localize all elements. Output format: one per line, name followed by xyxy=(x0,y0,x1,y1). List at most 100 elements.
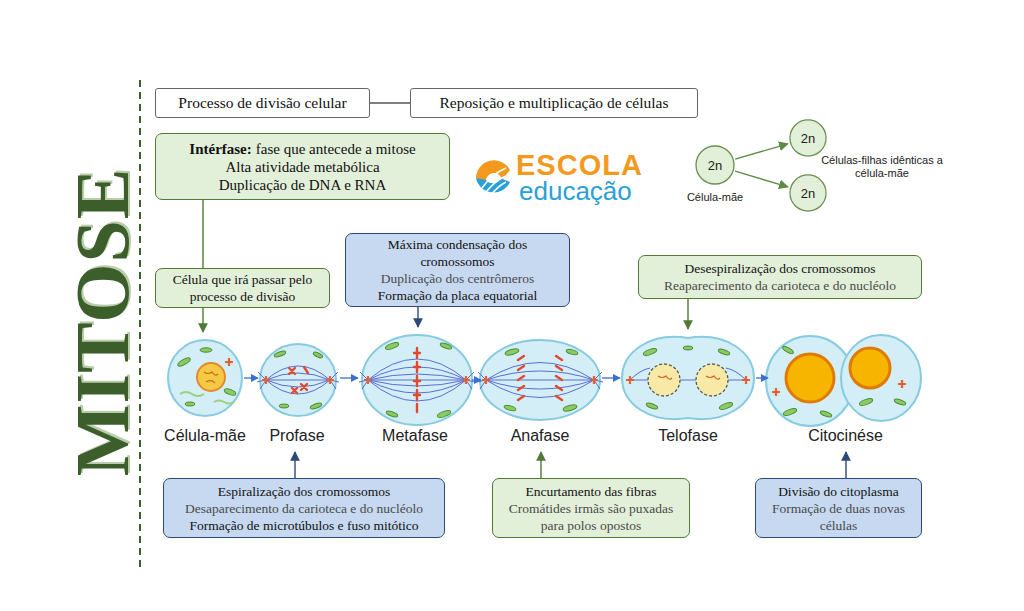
cytokinesis-cells-part xyxy=(898,380,906,388)
phase-box: Intérfase:fase que antecede a mitoseAlta… xyxy=(155,133,450,200)
text-line: Duplicação dos centrômeros xyxy=(381,270,535,287)
text-line: Reposição e multiplicação de células xyxy=(440,95,669,111)
stage-arrow-part xyxy=(756,377,768,378)
telophase-cell-part xyxy=(696,364,728,396)
metaphase-cell-part-part xyxy=(440,342,453,350)
mother-cell-part xyxy=(204,372,218,383)
prophase-cell-part xyxy=(260,344,336,416)
circle-shape xyxy=(696,146,734,184)
text-line: Desaparecimento da carioteca e do nucléo… xyxy=(185,500,423,517)
mother-cell-part xyxy=(214,401,234,404)
diagram-title: MITOSE xyxy=(64,168,140,477)
prophase-cell-part xyxy=(262,376,270,384)
mother-cell xyxy=(168,340,242,416)
anaphase-cell-part-part xyxy=(486,380,594,398)
metaphase-cell-part-part xyxy=(414,348,420,358)
leader-arrow-part xyxy=(540,452,541,478)
prophase-cell-part-part xyxy=(266,380,330,387)
logo-icon-part xyxy=(482,168,506,196)
connector-line xyxy=(370,102,410,103)
cytokinesis-cells-part-part xyxy=(894,398,907,406)
logo-text: educação xyxy=(519,177,659,205)
text-line: Formação de microtúbulos e fuso mitótico xyxy=(189,517,418,534)
mother-cell-part xyxy=(197,363,225,391)
ploidy-circle: 2n xyxy=(789,119,827,157)
node-text: Célula que irá passar pelo processo de d… xyxy=(173,272,312,304)
telophase-cell-part xyxy=(643,346,734,411)
prophase-cell-part-part xyxy=(289,368,295,374)
telophase-cell-part xyxy=(658,376,720,379)
node-text: Duplicação dos centrômeros xyxy=(381,271,535,286)
stage-arrow-part xyxy=(602,377,620,378)
metaphase-cell-part-part xyxy=(414,390,420,400)
node-text: Divisão do citoplasma xyxy=(778,484,899,499)
text-line: Reaparecimento da carioteca e do nucléol… xyxy=(664,277,896,294)
prophase-cell-part-part xyxy=(266,366,330,380)
stage-label: Citocinése xyxy=(788,427,903,445)
node-text: Reaparecimento da carioteca e do nucléol… xyxy=(664,278,896,293)
ploidy-circle: 2n xyxy=(789,174,827,212)
prophase-cell-part-part xyxy=(279,404,289,408)
text-line: Alta atividade metabólica xyxy=(225,158,379,176)
metaphase-cell-part xyxy=(362,335,472,425)
node-text: Formação da placa equatorial xyxy=(378,288,537,303)
telophase-cell-part-part xyxy=(626,376,634,384)
telophase-cell-part-part xyxy=(643,347,658,356)
metaphase-cell xyxy=(359,335,475,425)
process-box: Reposição e multiplicação de células xyxy=(410,88,698,118)
metaphase-cell-part xyxy=(359,359,475,401)
cytokinesis-cells-part-part xyxy=(820,410,833,418)
mother-cell-part-part xyxy=(225,358,233,366)
text-line: Intérfase:fase que antecede a mitose xyxy=(189,140,415,158)
prophase-cell-part-part xyxy=(266,380,330,381)
mother-cell-part-part xyxy=(177,356,192,367)
logo-icon xyxy=(476,160,510,196)
anaphase-cell-part-part xyxy=(590,376,598,384)
cytokinesis-cells-part xyxy=(772,388,780,396)
telophase-cell-part xyxy=(648,364,680,396)
node-text: Processo de divisão celular xyxy=(178,94,346,111)
mother-cell-part-part xyxy=(224,388,237,397)
telophase-cell xyxy=(622,337,754,419)
anaphase-cell-part-part xyxy=(504,404,517,411)
anaphase-cell-part-part xyxy=(556,356,562,400)
text-line: 2n xyxy=(801,185,815,202)
cytokinesis-cells xyxy=(766,335,921,426)
node-text: Encurtamento das fibras xyxy=(525,484,656,499)
leader-arrow-part xyxy=(845,452,846,478)
text-line: Formação da placa equatorial xyxy=(378,287,537,304)
prophase-cell-part xyxy=(289,367,308,393)
metaphase-cell-part xyxy=(462,376,470,384)
metaphase-cell-part-part xyxy=(385,341,400,350)
anaphase-cell-part xyxy=(590,376,598,384)
metaphase-cell-part-part xyxy=(386,410,399,418)
cytokinesis-cells-part xyxy=(841,335,921,421)
node-text: 2n xyxy=(708,158,722,173)
node-text: fase que antecede a mitose xyxy=(256,141,416,157)
prophase-cell-part-part xyxy=(274,350,287,358)
prophase-cell-part-part xyxy=(266,373,330,380)
telophase-cell-part-part xyxy=(719,401,734,410)
stage-arrow-part xyxy=(472,379,481,380)
anaphase-cell-part-part xyxy=(505,348,520,356)
text-line: Máxima condensação dos cromossomos xyxy=(352,236,563,270)
metaphase-cell-part-part xyxy=(414,376,420,386)
node-text: Reposição e multiplicação de células xyxy=(440,94,669,111)
anaphase-cell-part-part xyxy=(566,348,579,355)
process-box: Processo de divisão celular xyxy=(155,88,370,118)
logo-icon-part xyxy=(476,160,510,182)
text-line: Desespiralização dos cromossomos xyxy=(684,260,875,277)
cytokinesis-cells-part-part xyxy=(859,397,874,406)
stage-label: Célula-mãe xyxy=(150,427,260,445)
anaphase-cell xyxy=(477,340,603,420)
telophase-cell-part xyxy=(626,376,634,384)
anaphase-cell-part-part xyxy=(486,363,594,381)
prophase-cell-part-part xyxy=(326,376,334,384)
connector-line xyxy=(735,144,788,159)
mother-cell-part xyxy=(225,358,233,366)
circle-shape xyxy=(790,175,826,211)
node-text: Máxima condensação dos cromossomos xyxy=(388,237,527,269)
telophase-cell-part-part xyxy=(630,368,746,380)
telophase-cell-part-part xyxy=(683,346,693,350)
